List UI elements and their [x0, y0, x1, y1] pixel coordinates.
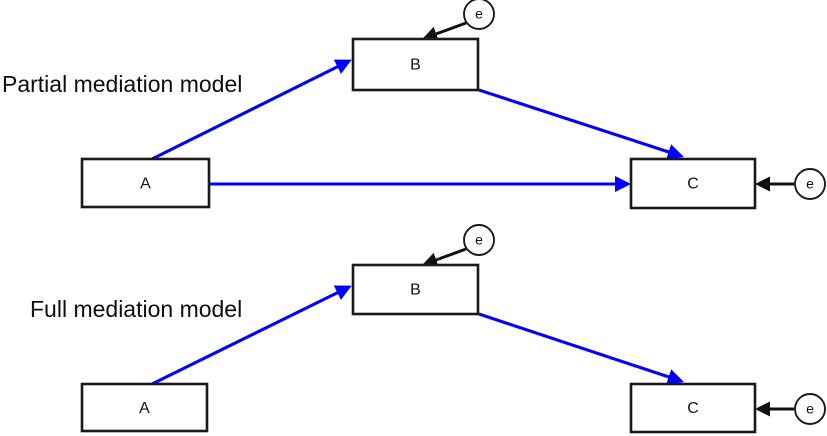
node-a-label-partial: A — [140, 176, 151, 193]
node-c-label-partial: C — [687, 176, 699, 193]
model-partial-mediation: Partial mediation model A B C — [2, 0, 826, 210]
error-node-c-label-partial: e — [806, 176, 814, 192]
node-c-partial[interactable]: C — [629, 157, 757, 210]
error-node-b-label-full: e — [475, 232, 483, 248]
model-full-mediation: Full mediation model A B C e — [30, 224, 826, 434]
node-b-full[interactable]: B — [351, 263, 480, 316]
model-caption-partial: Partial mediation model — [2, 71, 242, 97]
error-node-b-partial[interactable]: e — [463, 0, 495, 30]
path-b-to-c-partial[interactable] — [478, 88, 684, 160]
error-node-c-full[interactable]: e — [794, 393, 826, 425]
node-a-partial[interactable]: A — [80, 157, 211, 209]
path-a-to-b-partial[interactable] — [151, 59, 352, 161]
node-b-label-full: B — [410, 282, 421, 299]
path-b-to-c-full[interactable] — [478, 312, 684, 385]
node-a-full[interactable]: A — [80, 382, 209, 433]
error-node-c-label-full: e — [806, 401, 814, 417]
path-error-to-b-full[interactable] — [422, 247, 467, 267]
node-b-partial[interactable]: B — [351, 37, 480, 92]
error-node-b-label-partial: e — [475, 6, 483, 22]
model-caption-full: Full mediation model — [30, 296, 242, 322]
node-b-label-partial: B — [410, 57, 421, 74]
path-error-to-b-partial[interactable] — [422, 21, 467, 41]
node-c-full[interactable]: C — [629, 382, 757, 434]
error-node-c-partial[interactable]: e — [794, 168, 826, 200]
error-node-b-full[interactable]: e — [463, 224, 495, 256]
path-a-to-b-full[interactable] — [151, 285, 352, 386]
node-a-label-full: A — [139, 400, 150, 417]
node-c-label-full: C — [687, 400, 699, 417]
